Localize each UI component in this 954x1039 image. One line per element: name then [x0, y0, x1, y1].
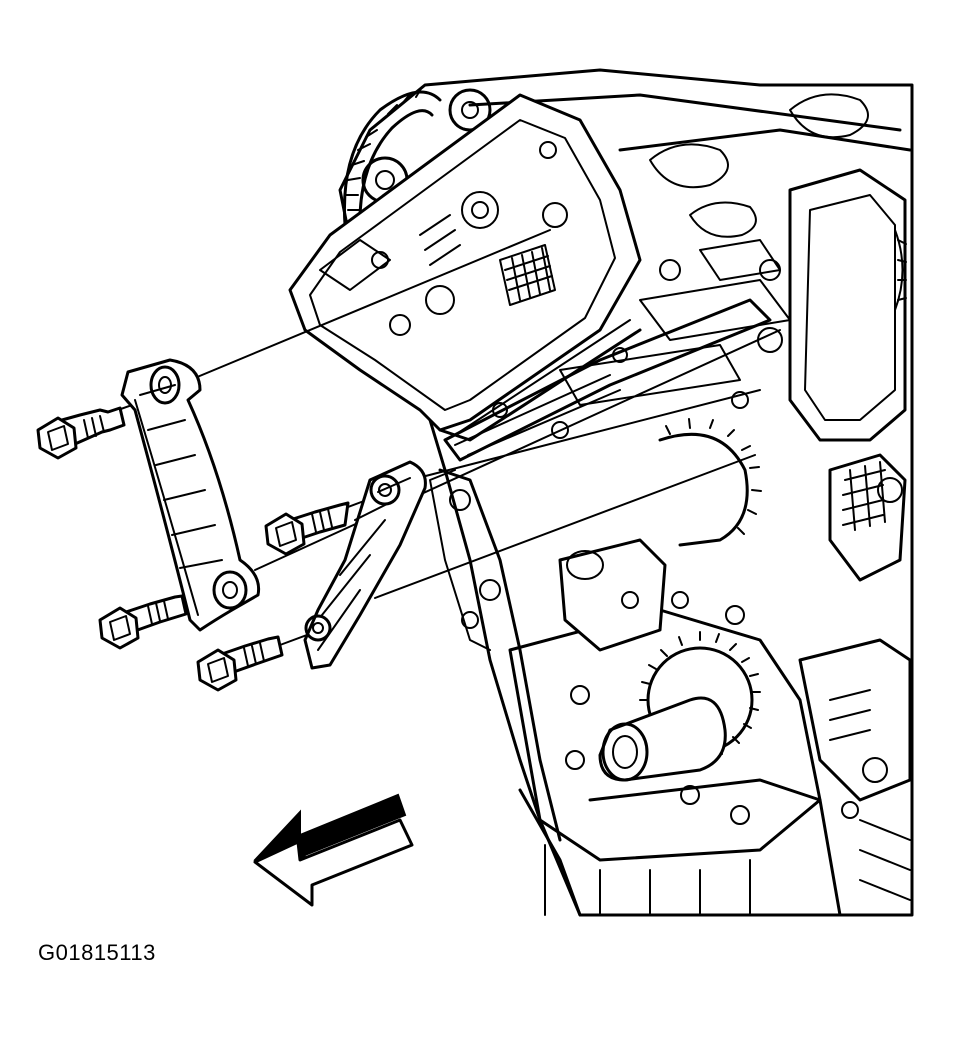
bolt-icon	[196, 635, 284, 692]
mesh-screen	[499, 244, 556, 306]
chain-guide-right	[303, 460, 427, 670]
arrow-left-icon	[253, 793, 414, 907]
crank-sprocket-assembly	[558, 418, 762, 825]
bolt-icon	[264, 501, 350, 556]
cylinder-head-plate	[288, 93, 642, 442]
bolt-icon	[98, 594, 188, 650]
bolt-icon	[36, 406, 126, 460]
mid-gasket-rail	[443, 298, 772, 462]
figure-id-label: G01815113	[38, 940, 156, 965]
chain-guide-left	[120, 358, 261, 632]
